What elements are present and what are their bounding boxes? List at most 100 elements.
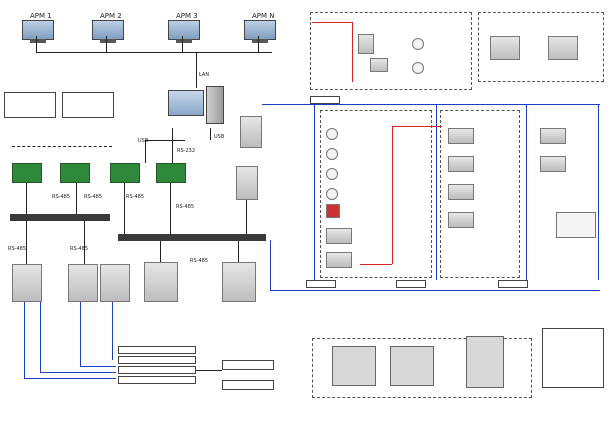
legend-6 bbox=[222, 380, 274, 390]
right-note bbox=[542, 328, 604, 388]
bus-drop bbox=[238, 241, 239, 262]
tower-icon bbox=[206, 86, 224, 124]
blue-wire bbox=[40, 372, 116, 373]
fire-module bbox=[326, 228, 352, 244]
legend-5 bbox=[222, 360, 274, 370]
legend-link bbox=[196, 370, 222, 371]
remote-control-panel bbox=[240, 116, 262, 148]
usb-link bbox=[145, 140, 146, 163]
rs485-label-b: RS-485 bbox=[84, 194, 102, 200]
gas-panel bbox=[358, 34, 374, 54]
detector-icon bbox=[326, 148, 338, 160]
sprinkler-module bbox=[448, 128, 474, 144]
water-cabinet-1 bbox=[332, 346, 376, 386]
sprinkler-group bbox=[440, 110, 520, 278]
rs485-label-c: RS-485 bbox=[126, 194, 144, 200]
blue-wire bbox=[40, 302, 41, 372]
gas-module bbox=[370, 58, 388, 72]
usb-label-2: USB bbox=[214, 134, 225, 140]
fire-detection-group bbox=[320, 110, 432, 278]
lan-bus bbox=[36, 52, 272, 53]
red-wire bbox=[352, 22, 353, 82]
interface-line bbox=[12, 146, 112, 147]
line-box-1 bbox=[310, 96, 340, 104]
rs485-label-f: RS-485 bbox=[70, 246, 88, 252]
line-box-2 bbox=[306, 280, 336, 288]
fs-device-2 bbox=[548, 36, 578, 60]
blue-wire bbox=[80, 366, 116, 367]
detector-icon bbox=[326, 168, 338, 180]
computer-icon bbox=[166, 20, 204, 44]
lan-to-server bbox=[196, 52, 197, 88]
controller-5 bbox=[222, 262, 256, 302]
bus-drop bbox=[170, 183, 171, 234]
rs485-label-g: RS-485 bbox=[190, 258, 208, 264]
module-board-2 bbox=[60, 163, 90, 183]
module-board-1 bbox=[12, 163, 42, 183]
controller-3 bbox=[100, 264, 130, 302]
arm-n-title: АРМ N bbox=[252, 12, 275, 20]
computer-icon bbox=[242, 20, 280, 44]
computer-icon bbox=[90, 20, 128, 44]
blue-wire bbox=[262, 104, 600, 105]
line-box-3 bbox=[396, 280, 426, 288]
blue-wire bbox=[270, 240, 271, 290]
lan-drop bbox=[106, 36, 107, 52]
lan-drop bbox=[258, 36, 259, 52]
lan-label: LAN bbox=[199, 72, 210, 78]
rs485-label-e: RS-485 bbox=[8, 246, 26, 252]
bus-mid bbox=[118, 234, 266, 241]
sprinkler-module bbox=[448, 156, 474, 172]
arm-2-title: АРМ 2 bbox=[100, 12, 122, 20]
left-note-1 bbox=[4, 92, 56, 118]
rs485-label-d: RS-485 bbox=[176, 204, 194, 210]
gas-fire-group bbox=[310, 12, 472, 90]
usb-label: USB bbox=[138, 138, 149, 144]
controller-1 bbox=[12, 264, 42, 302]
call-point-icon bbox=[326, 204, 340, 218]
bus-drop bbox=[76, 183, 77, 214]
computer-icon bbox=[20, 20, 58, 44]
blue-wire bbox=[24, 378, 116, 379]
water-group bbox=[312, 338, 532, 398]
arm-3-title: АРМ 3 bbox=[176, 12, 198, 20]
bus-drop bbox=[26, 221, 27, 264]
fire-system-group bbox=[478, 12, 604, 82]
red-wire bbox=[392, 126, 393, 264]
controller-4 bbox=[144, 262, 178, 302]
blue-wire bbox=[598, 104, 599, 280]
module-board-3 bbox=[110, 163, 140, 183]
detector-icon bbox=[326, 188, 338, 200]
blue-wire bbox=[436, 104, 437, 280]
rubezh-keypad bbox=[236, 166, 258, 200]
controller-2 bbox=[68, 264, 98, 302]
security-module bbox=[540, 156, 566, 172]
legend-1 bbox=[118, 346, 196, 354]
monitor-icon bbox=[168, 90, 204, 116]
security-module bbox=[540, 128, 566, 144]
usb-link bbox=[145, 140, 185, 141]
water-cabinet-3 bbox=[466, 336, 504, 388]
fs-device-1 bbox=[490, 36, 520, 60]
legend-4 bbox=[118, 376, 196, 384]
red-wire bbox=[312, 22, 352, 23]
red-wire bbox=[392, 126, 442, 127]
blue-wire bbox=[270, 290, 600, 291]
bus-drop bbox=[124, 183, 125, 234]
water-cabinet-2 bbox=[390, 346, 434, 386]
left-note-2 bbox=[62, 92, 114, 118]
bus-drop bbox=[26, 183, 27, 214]
rubezh-link bbox=[246, 200, 247, 234]
line-box-4 bbox=[498, 280, 528, 288]
bus-drop bbox=[84, 221, 85, 264]
rs232-label: RS-232 bbox=[177, 148, 195, 154]
bus-left bbox=[10, 214, 110, 221]
sprinkler-module bbox=[448, 184, 474, 200]
usb-link bbox=[210, 128, 211, 140]
smoke-detector-icon bbox=[412, 62, 424, 74]
smoke-detector-icon bbox=[412, 38, 424, 50]
sprinkler-module bbox=[448, 212, 474, 228]
bus-drop bbox=[160, 241, 161, 262]
rs485-label-a: RS-485 bbox=[52, 194, 70, 200]
arm-1-title: АРМ 1 bbox=[30, 12, 52, 20]
